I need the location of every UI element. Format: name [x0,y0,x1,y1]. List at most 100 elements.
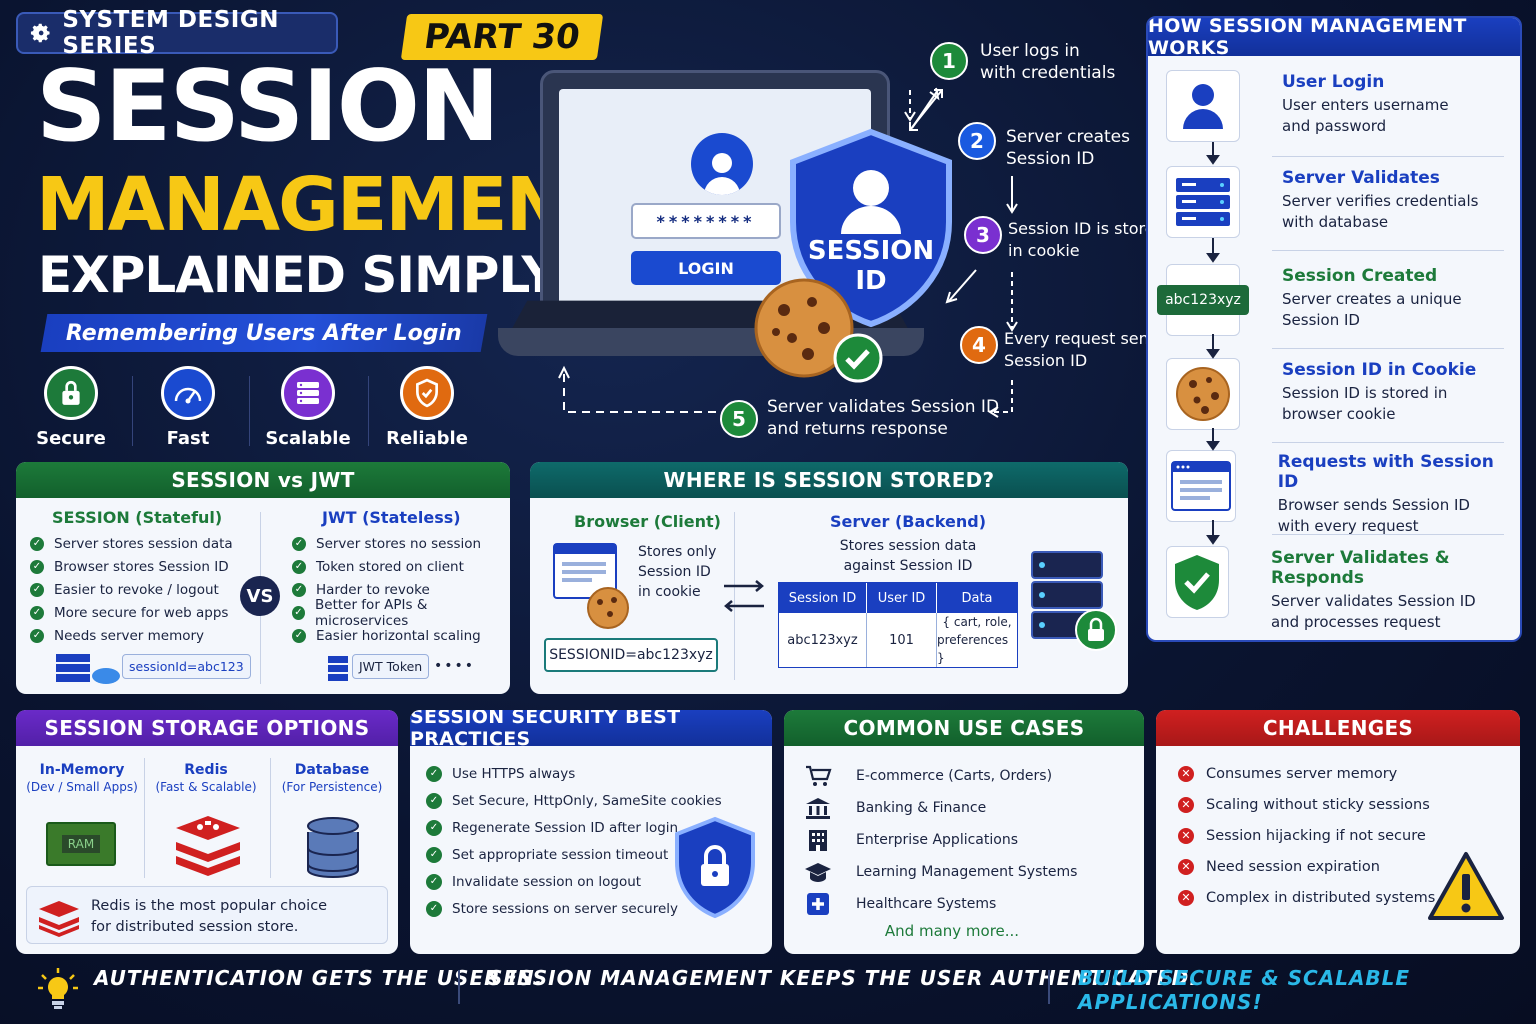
redis-icon [39,901,79,937]
list-item: Banking & Finance [804,792,1077,824]
lock-icon [44,366,98,420]
note-line: for distributed session store. [91,919,299,935]
list-item: ✓Set appropriate session timeout [426,841,722,868]
list-item: ✓Set Secure, HttpOnly, SameSite cookies [426,787,722,814]
user-icon [1166,70,1240,142]
list-item: ✓Harder to revoke [292,578,510,601]
vs-badge: VS [240,576,280,616]
list-item-text: Token stored on client [316,558,464,575]
title-explained: EXPLAINED SIMPLY [38,246,558,304]
uses-list: E-commerce (Carts, Orders) Banking & Fin… [804,760,1077,920]
storage-option-sub: (Fast & Scalable) [155,780,257,794]
cookie-icon [754,278,854,378]
list-item: ✓Needs server memory [30,624,233,647]
password-field[interactable]: ******** [631,203,781,239]
feature-fast: Fast [133,366,243,449]
list-item: ✓Use HTTPS always [426,760,722,787]
how-step-desc: and password [1282,117,1387,135]
table-cell: abc123xyz [779,613,867,667]
how-step-desc: with every request [1277,517,1419,535]
list-item-text: Set Secure, HttpOnly, SameSite cookies [452,792,722,809]
how-step-desc: Server verifies credentials [1282,192,1479,210]
exchange-arrows-icon [724,580,764,612]
subtitle-text: Remembering Users After Login [66,320,462,346]
list-item: ✓Token stored on client [292,555,510,578]
divider [144,758,145,878]
server-cloud-icon [56,654,120,684]
storage-option-sub: (For Persistence) [281,780,383,794]
list-item: ✓Invalidate session on logout [426,868,722,895]
step-2-number: 2 [958,122,996,160]
jwt-col-title: JWT (Stateless) [322,508,461,527]
feature-reliable: Reliable [372,366,482,449]
arrow-diagonal-icon [909,89,943,131]
list-item-text: Easier horizontal scaling [316,627,481,644]
warning-icon [1428,852,1504,920]
list-item-text: Browser stores Session ID [54,558,229,575]
list-item-text: Need session expiration [1206,858,1380,875]
vs-title: SESSION vs JWT [16,462,510,498]
how-step-desc: Session ID [1282,311,1360,329]
uses-panel: COMMON USE CASES E-commerce (Carts, Orde… [784,710,1144,954]
database-icon [307,817,359,878]
cart-icon [806,765,832,786]
step-line: Session ID [1004,351,1088,370]
security-panel: SESSION SECURITY BEST PRACTICES ✓Use HTT… [410,710,772,954]
feature-label: Reliable [386,428,468,449]
list-item: ✕Complex in distributed systems [1178,882,1435,913]
shield-check-icon [1166,546,1229,618]
divider [1272,348,1504,349]
table-header: Session ID User ID Data [779,583,1017,613]
shield-line1: SESSION [807,236,935,266]
step-5-number: 5 [720,400,758,438]
list-item-text: Server stores session data [54,535,233,552]
step-line: User logs in [980,41,1080,61]
session-id-value: abc123xyz [1157,285,1249,315]
storage-option-memory: In-Memory(Dev / Small Apps) [20,762,144,794]
feature-label: Fast [166,428,210,449]
security-title: SESSION SECURITY BEST PRACTICES [410,710,772,750]
storage-option-database: Database(For Persistence) [270,762,394,794]
list-item: ✓Store sessions on server securely [426,895,722,922]
list-item: ✕Consumes server memory [1178,758,1435,789]
storage-option-redis: Redis(Fast & Scalable) [144,762,268,794]
challenges-title: CHALLENGES [1156,710,1520,746]
table-row: abc123xyz 101 { cart, role,preferences } [779,613,1017,667]
login-button[interactable]: LOGIN [631,251,781,285]
divider [368,376,369,446]
list-item-text: More secure for web apps [54,604,229,621]
flow-arrows [558,87,1018,418]
list-item: ✕Scaling without sticky sessions [1178,789,1435,820]
list-item-text: Regenerate Session ID after login [452,819,679,836]
divider [249,376,250,446]
client-title: Browser (Client) [574,512,721,531]
ram-chip-icon: RAM [46,822,116,866]
how-step-title: Server Validates & Responds [1270,548,1450,588]
redis-icon [176,816,240,876]
where-title: WHERE IS SESSION STORED? [530,462,1128,498]
divider [1272,534,1504,535]
session-list: ✓Server stores session data ✓Browser sto… [30,532,233,647]
step-line: Session ID is stored [1008,219,1165,238]
feature-label: Scalable [265,428,351,449]
how-step-desc: Browser sends Session ID [1277,496,1470,514]
how-step-title: Server Validates [1282,168,1440,188]
list-item: ✓Better for APIs & microservices [292,597,510,629]
lightbulb-icon [38,968,78,1009]
shield-lock-icon [675,816,755,919]
graduation-cap-icon [805,863,831,882]
step-line: Every request sends [1004,329,1168,348]
footer-text-1: AUTHENTICATION GETS THE USER IN. [94,966,544,990]
challenges-list: ✕Consumes server memory ✕Scaling without… [1178,758,1435,913]
ellipsis: •••• [434,658,476,674]
cookie-icon [1166,358,1240,430]
